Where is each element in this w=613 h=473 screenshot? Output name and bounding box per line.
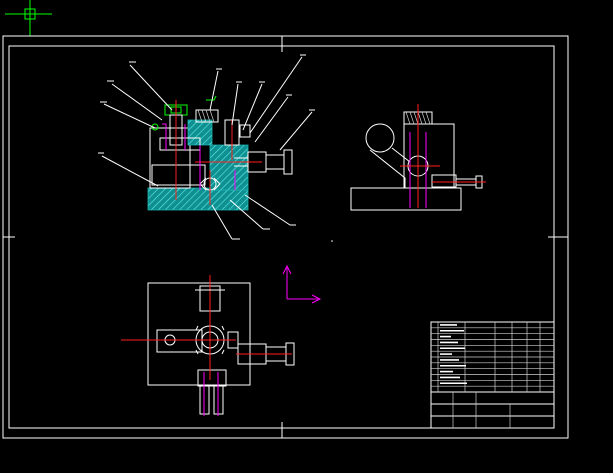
sheet-inner-frame (8, 45, 555, 429)
top-view (121, 275, 295, 416)
title-block-rows (431, 324, 554, 387)
crosshair-cursor-icon (5, 0, 52, 36)
sheet-outer-frame (2, 35, 569, 439)
front-section-view (147, 95, 293, 211)
ucs-icon (282, 264, 322, 304)
title-block (430, 321, 555, 429)
sheet-center-marks (3, 36, 568, 438)
side-view (350, 104, 486, 211)
leader-lines (98, 54, 315, 240)
